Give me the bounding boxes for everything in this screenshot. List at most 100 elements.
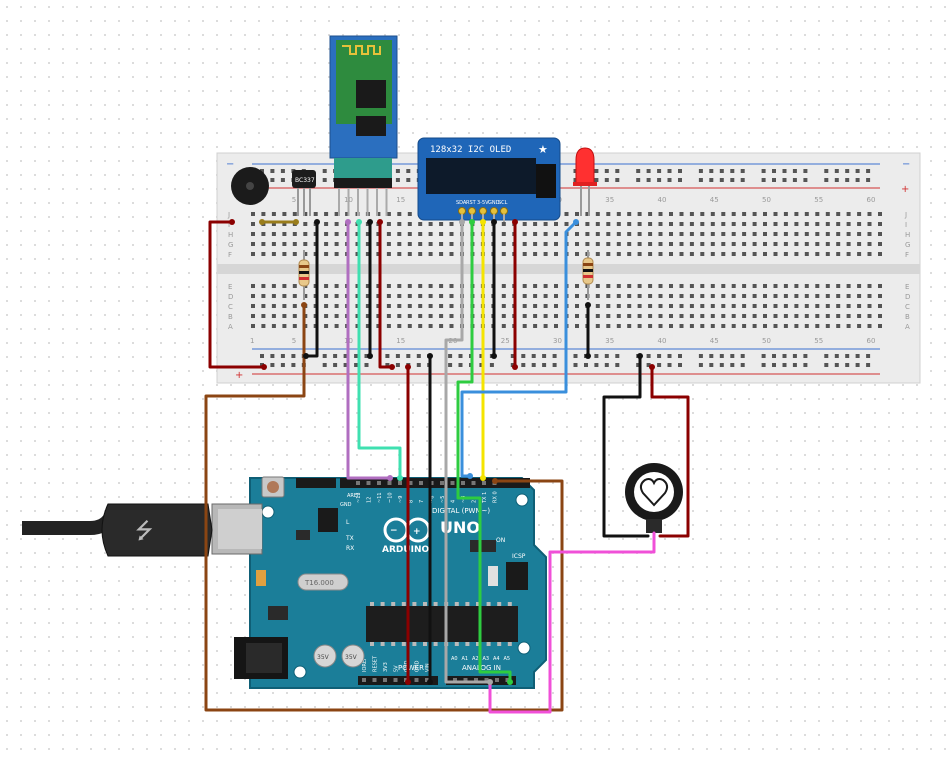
column-number: 35 (605, 337, 614, 345)
breadboard-hole (804, 232, 809, 236)
breadboard-hole (397, 232, 402, 236)
breadboard-hole (303, 232, 308, 236)
row-letter: B (228, 313, 233, 321)
breadboard-hole (700, 324, 705, 328)
chip-leg (433, 642, 438, 646)
column-number: 5 (292, 196, 296, 204)
breadboard-hole (271, 212, 276, 216)
header-pin (474, 678, 478, 682)
mount-hole (261, 505, 275, 519)
bluetooth-module (329, 35, 398, 216)
breadboard-hole (407, 212, 412, 216)
breadboard-hole (783, 314, 788, 318)
breadboard-hole (669, 242, 673, 246)
rail-hole (395, 169, 400, 173)
resistor-2 (582, 250, 594, 300)
analog-pin-label: A5 (504, 656, 511, 662)
breadboard-hole (616, 242, 621, 246)
rail-hole (740, 169, 745, 173)
breadboard-hole (595, 222, 600, 226)
breadboard-hole (710, 232, 715, 236)
breadboard-hole (825, 222, 830, 226)
breadboard-hole (616, 212, 621, 216)
aref-label: AREF (347, 493, 360, 499)
chip-leg (465, 602, 470, 606)
breadboard-hole (428, 242, 433, 246)
rail-hole (667, 169, 672, 173)
breadboard-hole (251, 294, 255, 298)
breadboard-hole (637, 252, 642, 256)
breadboard-hole (271, 324, 276, 328)
wire-blue-led (460, 220, 578, 478)
breadboard-hole (742, 304, 747, 308)
column-number: 50 (762, 337, 771, 345)
smd-chip (470, 540, 496, 552)
power-pin-label: 5V (394, 665, 400, 672)
column-number: 45 (710, 337, 719, 345)
breadboard-hole (669, 324, 673, 328)
column-number: 50 (762, 196, 771, 204)
wires (204, 220, 690, 714)
breadboard-center-gap (217, 264, 920, 274)
digital-pin-label: ~6 (430, 496, 436, 503)
rail-hole (322, 354, 327, 358)
breadboard-hole (742, 232, 747, 236)
breadboard-hole (428, 232, 433, 236)
breadboard-hole (439, 242, 444, 246)
oled-pin-label: RST (466, 200, 477, 206)
breadboard-hole (365, 324, 370, 328)
breadboard-hole (815, 232, 820, 236)
rail-hole (646, 354, 651, 358)
breadboard-hole (836, 212, 841, 216)
breadboard-hole (689, 314, 694, 318)
breadboard-hole (407, 222, 412, 226)
rx-label: RX (346, 545, 354, 552)
rail-hole (667, 363, 672, 367)
usb-socket-face (218, 509, 262, 549)
breadboard-hole (846, 212, 851, 216)
breadboard-hole (261, 252, 266, 256)
rail-hole (458, 354, 463, 358)
power-header (358, 676, 438, 685)
breadboard-hole (575, 324, 579, 328)
wire-end (487, 679, 493, 685)
breadboard-hole (867, 252, 872, 256)
wire-red-pulse (650, 365, 690, 538)
breadboard-hole (648, 284, 653, 288)
rail-plus-label: + (901, 184, 909, 195)
breadboard-hole (804, 304, 809, 308)
breadboard-hole (449, 252, 454, 256)
row-letter: D (905, 293, 910, 301)
row-letter: F (905, 251, 909, 259)
breadboard-hole (794, 324, 799, 328)
breadboard-hole (292, 212, 297, 216)
breadboard-hole (721, 284, 726, 288)
rail-hole (354, 354, 359, 358)
rail-hole (552, 363, 557, 367)
wire-end (389, 364, 395, 370)
breadboard-hole (575, 252, 579, 256)
breadboard-hole (365, 294, 370, 298)
wire-purple-bt-tx (346, 220, 392, 480)
breadboard-hole (554, 242, 558, 246)
capacitor-label: 35V (317, 654, 330, 661)
breadboard-hole (648, 212, 653, 216)
breadboard-hole (637, 232, 642, 236)
digital-pin-label: 8 (409, 500, 415, 503)
rail-hole (542, 354, 547, 358)
breadboard-hole (616, 324, 621, 328)
breadboard-hole (324, 252, 329, 256)
rail-hole (709, 178, 714, 182)
wire-end (356, 219, 362, 225)
chip-leg (412, 642, 417, 646)
transistor-marking: BC337 (295, 177, 315, 184)
rail-hole (761, 363, 766, 367)
breadboard-hole (648, 314, 653, 318)
breadboard-hole (386, 232, 391, 236)
wire-green-oled (456, 220, 512, 684)
breadboard-hole (689, 232, 694, 236)
breadboard-hole (397, 284, 402, 288)
rail-hole (667, 354, 672, 358)
breadboard-hole (418, 232, 423, 236)
